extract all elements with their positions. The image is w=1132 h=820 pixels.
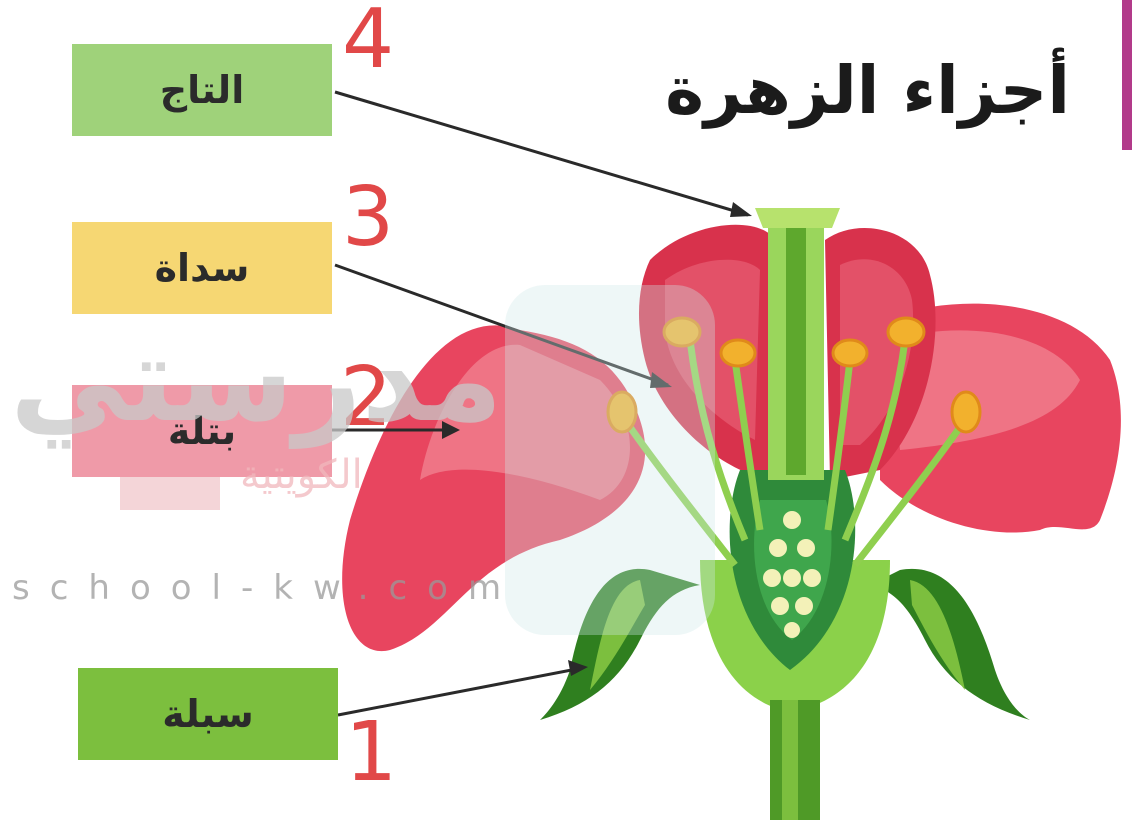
- label-text-stamen: سداة: [155, 246, 250, 290]
- watermark-logo-shape: [505, 285, 715, 635]
- label-box-sepal: سبلة: [78, 668, 338, 760]
- label-number-3: 3: [342, 170, 394, 265]
- style-core: [786, 225, 806, 475]
- label-box-corolla: التاج: [72, 44, 332, 136]
- diagram-title: أجزاء الزهرة: [665, 52, 1070, 129]
- label-text-sepal: سبلة: [162, 692, 253, 736]
- watermark-brand: مدرستي: [10, 310, 503, 448]
- stigma: [755, 208, 840, 228]
- stem-highlight: [782, 700, 798, 820]
- watermark-url: school-kw.com: [12, 568, 521, 608]
- watermark-subtitle: الكويتية: [240, 452, 363, 498]
- label-number-1: 1: [345, 705, 397, 800]
- label-box-stamen: سداة: [72, 222, 332, 314]
- label-text-corolla: التاج: [160, 68, 244, 112]
- label-number-4: 4: [342, 0, 394, 87]
